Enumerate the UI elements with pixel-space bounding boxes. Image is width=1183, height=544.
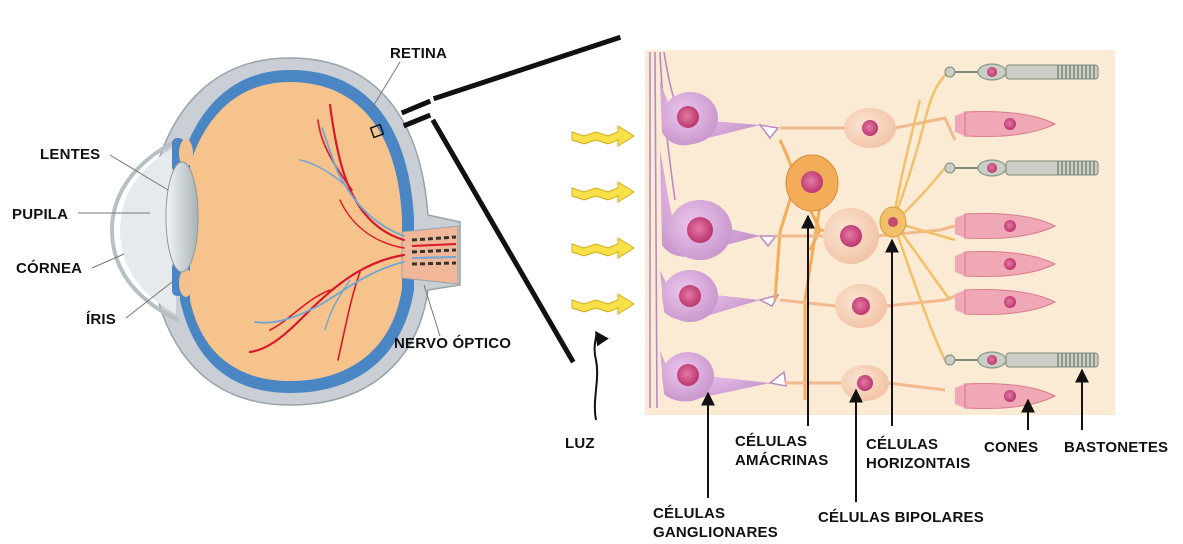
label-cornea: CÓRNEA (16, 259, 82, 277)
label-celulas-bipolares: CÉLULAS BIPOLARES (818, 509, 984, 526)
bipolar-cell (841, 365, 889, 401)
light-arrow-icon (572, 126, 634, 146)
label-celulas-horizontais-line2: HORIZONTAIS (866, 455, 970, 472)
label-celulas-ganglionares-line1: CÉLULAS (653, 505, 725, 522)
label-pupila: PUPILA (12, 206, 68, 223)
label-lentes: LENTES (40, 146, 100, 163)
bipolar-cell (844, 108, 896, 148)
label-celulas-horizontais-line1: CÉLULAS (866, 436, 938, 453)
label-celulas-amacrinas-line2: AMÁCRINAS (735, 452, 828, 469)
ciliary-lower (179, 269, 193, 297)
bipolar-cell (823, 208, 879, 264)
label-celulas-horizontais: CÉLULAS HORIZONTAIS (866, 436, 970, 472)
light-arrows (572, 126, 634, 314)
light-arrow-icon (572, 182, 634, 202)
label-retina: RETINA (390, 45, 447, 62)
label-cones: CONES (984, 439, 1038, 456)
label-luz: LUZ (565, 435, 595, 452)
optic-nerve (402, 226, 458, 284)
light-arrow-icon (572, 238, 634, 258)
label-celulas-ganglionares: CÉLULAS GANGLIONARES (653, 505, 778, 541)
label-iris: ÍRIS (86, 311, 116, 328)
bipolar-cell (835, 284, 887, 328)
label-nervo-optico: NERVO ÓPTICO (394, 334, 511, 352)
label-celulas-amacrinas-line1: CÉLULAS (735, 433, 807, 450)
label-bastonetes: BASTONETES (1064, 439, 1168, 456)
luz-arrow-icon (595, 332, 598, 420)
light-arrow-icon (572, 294, 634, 314)
label-celulas-ganglionares-line2: GANGLIONARES (653, 524, 778, 541)
label-celulas-amacrinas: CÉLULAS AMÁCRINAS (735, 433, 828, 469)
vitreous-body (190, 82, 402, 381)
lens (166, 162, 198, 272)
